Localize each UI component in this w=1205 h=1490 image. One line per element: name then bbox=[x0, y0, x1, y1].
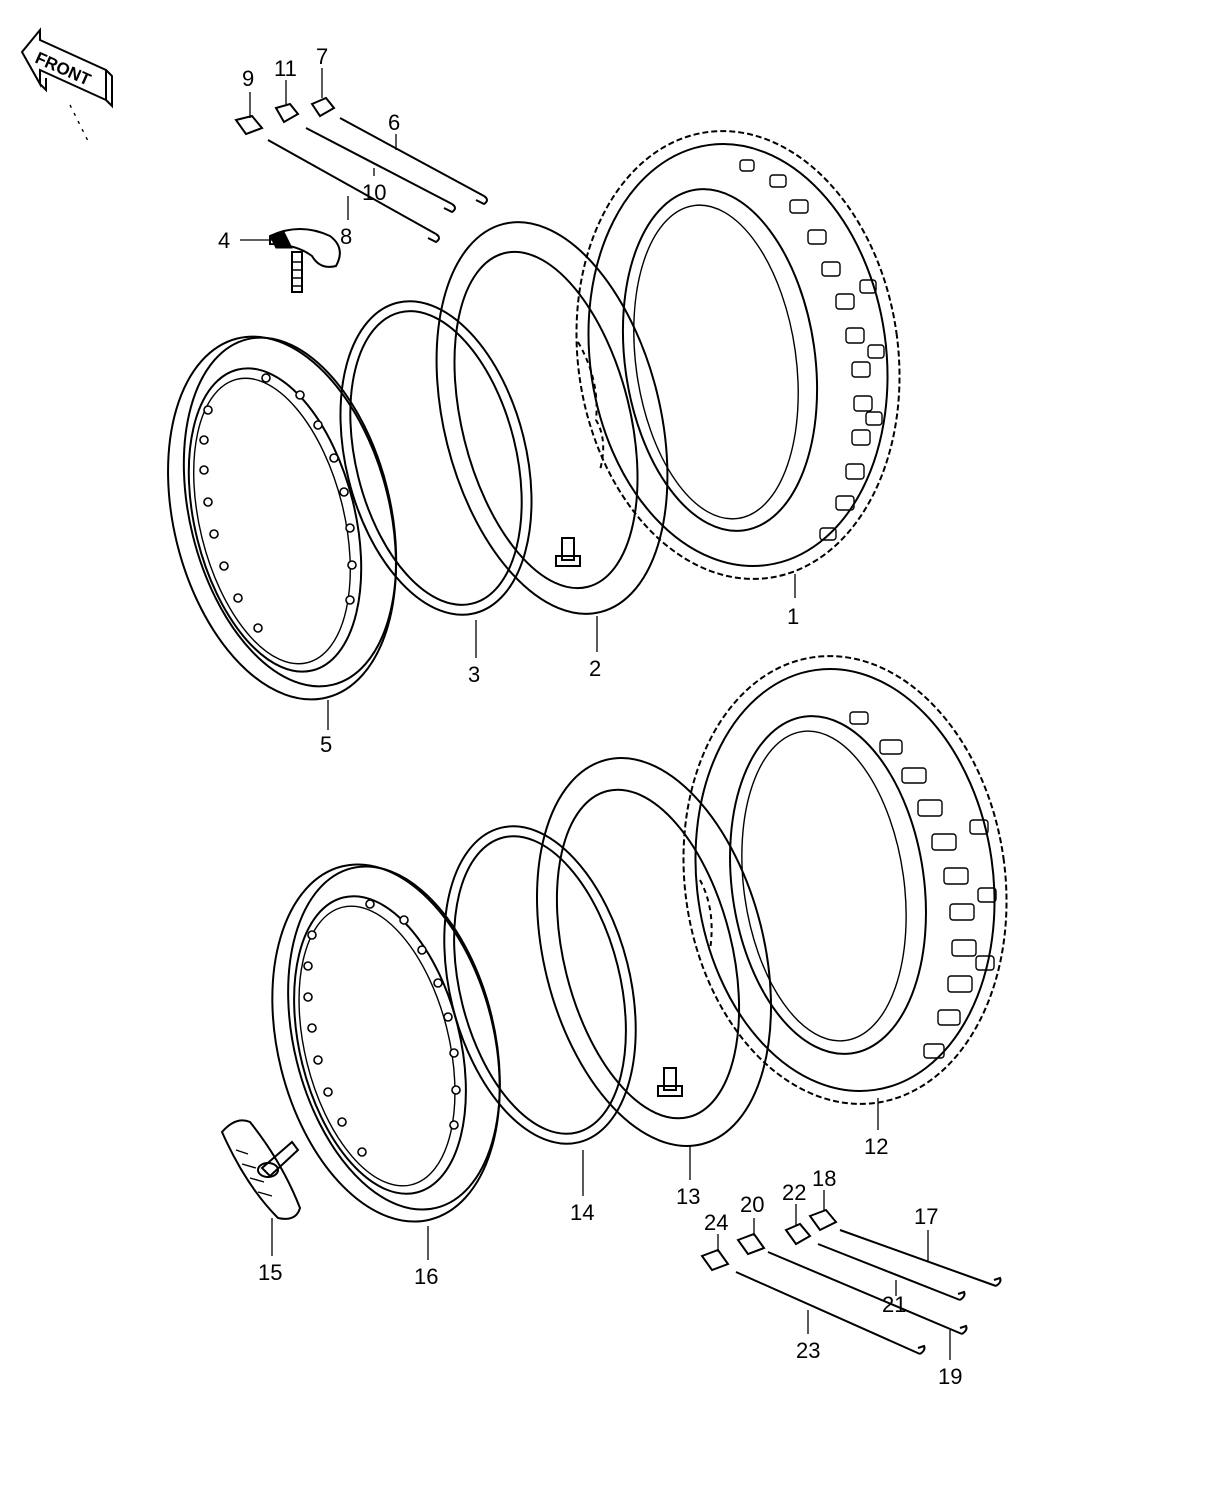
spoke-nipple-22-icon bbox=[784, 1222, 812, 1246]
spoke-nipple-24-icon bbox=[700, 1248, 730, 1272]
rear-tube-valve-icon bbox=[657, 1067, 683, 1097]
spoke-19 bbox=[767, 1251, 963, 1335]
spoke-21 bbox=[817, 1243, 961, 1301]
callouts: 1 2 3 4 5 6 7 8 9 10 11 12 13 14 15 16 1… bbox=[218, 44, 962, 1389]
front-tube bbox=[435, 221, 669, 615]
rear-spokes bbox=[700, 1208, 1002, 1355]
spoke-nipple-20-icon bbox=[736, 1232, 766, 1256]
callout-16: 16 bbox=[414, 1264, 438, 1289]
callout-9: 9 bbox=[242, 66, 254, 91]
callout-19: 19 bbox=[938, 1364, 962, 1389]
front-spokes bbox=[234, 96, 488, 244]
spoke-nipple-7-icon bbox=[310, 96, 336, 118]
front-rim-spoke-holes bbox=[199, 373, 357, 633]
spoke-nipple-11-icon bbox=[274, 102, 300, 124]
spoke-17 bbox=[839, 1229, 997, 1287]
front-rim-band bbox=[339, 300, 533, 616]
front-tire-tread bbox=[739, 159, 885, 541]
callout-8: 8 bbox=[340, 224, 352, 249]
callout-3: 3 bbox=[468, 662, 480, 687]
callout-21: 21 bbox=[882, 1292, 906, 1317]
spoke-nipple-9-icon bbox=[234, 114, 264, 136]
callout-10: 10 bbox=[362, 180, 386, 205]
rear-tire-tread bbox=[849, 711, 997, 1059]
callout-5: 5 bbox=[320, 732, 332, 757]
spoke-23 bbox=[735, 1271, 921, 1355]
callout-13: 13 bbox=[676, 1184, 700, 1209]
spoke-nipple-18-icon bbox=[808, 1208, 838, 1232]
callout-23: 23 bbox=[796, 1338, 820, 1363]
callout-1: 1 bbox=[787, 604, 799, 629]
front-tire bbox=[575, 130, 901, 580]
callout-7: 7 bbox=[316, 44, 328, 69]
spoke-10 bbox=[305, 127, 453, 205]
callout-22: 22 bbox=[782, 1180, 806, 1205]
callout-20: 20 bbox=[740, 1192, 764, 1217]
rear-rim bbox=[271, 863, 501, 1223]
callout-6: 6 bbox=[388, 110, 400, 135]
front-rim bbox=[167, 335, 398, 701]
callout-4: 4 bbox=[218, 228, 230, 253]
callout-14: 14 bbox=[570, 1200, 594, 1225]
front-label: FRONT bbox=[32, 48, 94, 89]
callout-18: 18 bbox=[812, 1166, 836, 1191]
front-tube-valve-icon bbox=[555, 537, 581, 567]
callout-24: 24 bbox=[704, 1210, 728, 1235]
leader-lines bbox=[240, 68, 951, 1360]
rear-rim-lock-icon bbox=[220, 1119, 302, 1220]
callout-15: 15 bbox=[258, 1260, 282, 1285]
front-rim-lock-icon bbox=[269, 228, 341, 293]
callout-12: 12 bbox=[864, 1134, 888, 1159]
rear-rim-spoke-holes bbox=[303, 899, 461, 1157]
spoke-8 bbox=[267, 139, 437, 235]
spoke-6 bbox=[339, 117, 485, 197]
callout-17: 17 bbox=[914, 1204, 938, 1229]
callout-2: 2 bbox=[589, 656, 601, 681]
callout-11: 11 bbox=[274, 56, 297, 81]
front-arrow-icon: FRONT bbox=[20, 27, 113, 146]
rear-tube bbox=[536, 757, 772, 1147]
rear-tire bbox=[682, 655, 1008, 1105]
